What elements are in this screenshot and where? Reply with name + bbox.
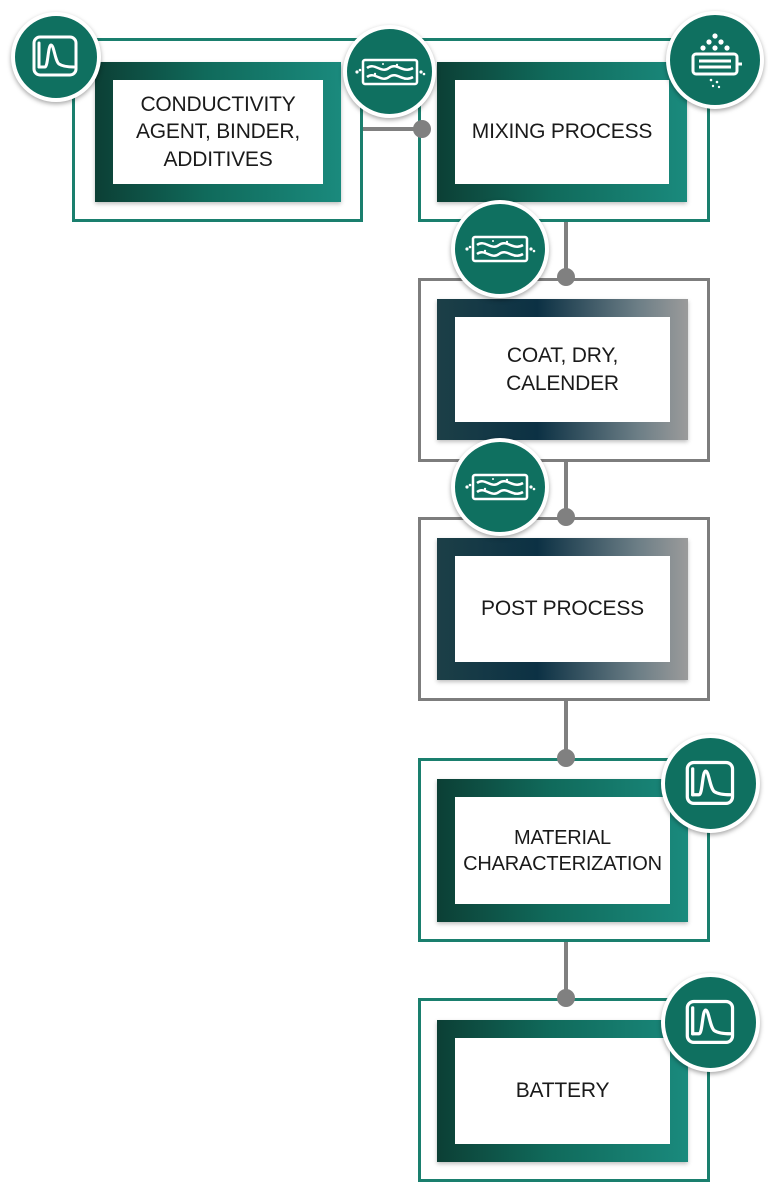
- node-mixing: MIXING PROCESS: [437, 62, 687, 202]
- node-mixing-inner: MIXING PROCESS: [455, 80, 669, 184]
- node-conductivity-inner: CONDUCTIVITY AGENT, BINDER, ADDITIVES: [113, 80, 323, 184]
- flow-cell-icon: [343, 25, 436, 118]
- flow-cell-icon-graphic: [354, 58, 425, 85]
- flow-cell-icon-graphic: [465, 473, 536, 501]
- node-label: MIXING PROCESS: [471, 120, 653, 144]
- chromatogram-icon-graphic: [685, 999, 734, 1044]
- node-post-inner: POST PROCESS: [455, 556, 670, 662]
- node-label: COAT, DRY, CALENDER: [506, 344, 619, 395]
- node-label: BATTERY: [515, 1079, 610, 1103]
- node-coat-inner: COAT, DRY, CALENDER: [455, 317, 670, 422]
- dispenser-icon-graphic: [691, 33, 742, 89]
- flow-cell-icon-graphic: [465, 235, 536, 263]
- chromatogram-icon: [661, 734, 760, 833]
- node-material-inner: MATERIAL CHARACTERIZATION: [455, 797, 670, 904]
- node-coat: COAT, DRY, CALENDER: [437, 299, 688, 440]
- chromatogram-icon-graphic: [685, 760, 734, 805]
- flow-cell-icon: [451, 438, 549, 536]
- chromatogram-icon: [661, 973, 760, 1072]
- node-label: MATERIAL CHARACTERIZATION: [463, 826, 662, 875]
- node-battery: BATTERY: [437, 1020, 688, 1162]
- node-battery-inner: BATTERY: [455, 1038, 670, 1144]
- dispenser-icon: [666, 11, 764, 109]
- node-post: POST PROCESS: [437, 538, 688, 680]
- node-conductivity: CONDUCTIVITY AGENT, BINDER, ADDITIVES: [95, 62, 341, 202]
- chromatogram-icon: [11, 12, 101, 102]
- node-label: POST PROCESS: [481, 597, 644, 621]
- chromatogram-icon-graphic: [32, 35, 78, 77]
- flow-cell-icon: [451, 200, 549, 298]
- node-material: MATERIAL CHARACTERIZATION: [437, 779, 688, 922]
- node-label: CONDUCTIVITY AGENT, BINDER, ADDITIVES: [135, 93, 301, 171]
